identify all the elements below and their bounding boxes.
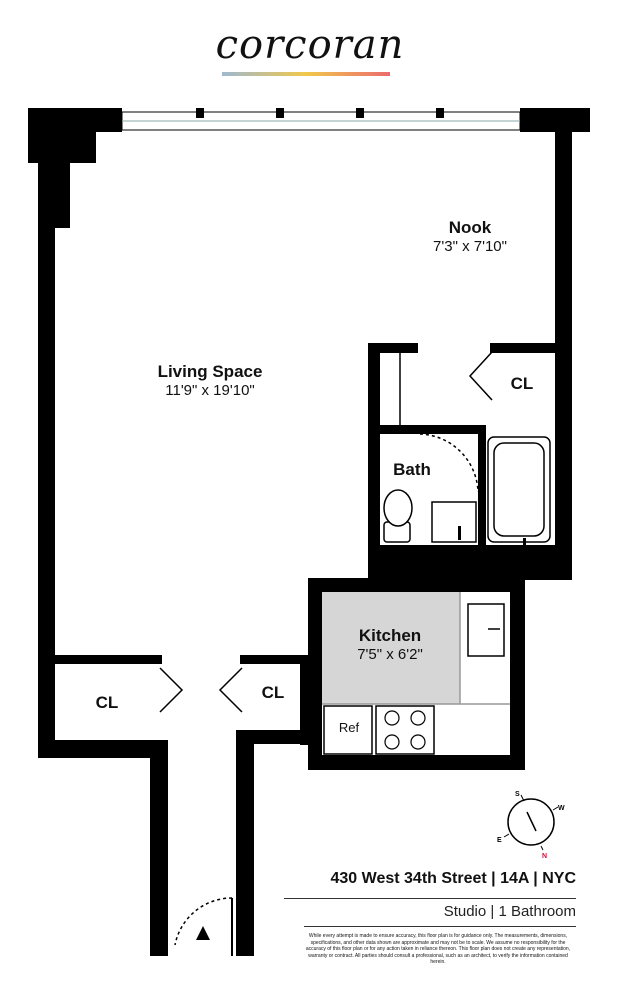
room-dims: 7'5" x 6'2": [357, 646, 423, 663]
logo-gradient-bar: [222, 72, 390, 76]
disclaimer: While every attempt is made to ensure ac…: [305, 933, 571, 965]
compass-e: E: [497, 837, 502, 844]
room-name: Nook: [448, 218, 492, 237]
room-closet-nook: CL: [510, 374, 534, 393]
corcoran-logo: corcoran: [215, 22, 405, 68]
room-kitchen: Kitchen 7'5" x 6'2": [330, 626, 450, 663]
compass-icon: S W E N: [497, 791, 565, 860]
room-dims: 7'3" x 7'10": [433, 238, 507, 255]
compass-w: W: [558, 805, 565, 812]
tub-faucet: [523, 538, 526, 552]
room-name: Kitchen: [358, 626, 422, 645]
bath-fixtures: [383, 436, 551, 543]
doors: [159, 351, 493, 956]
divider: [284, 898, 576, 899]
room-closet-right: CL: [261, 683, 285, 702]
listing-summary: Studio | 1 Bathroom: [443, 903, 576, 920]
room-closet-left: CL: [95, 693, 119, 712]
sink-faucet: [458, 526, 461, 540]
room-dims: 11'9" x 19'10": [165, 382, 255, 399]
room-nook: Nook 7'3" x 7'10": [400, 218, 540, 255]
walls: [28, 108, 590, 956]
divider: [304, 926, 576, 927]
kitchen-fixtures: [322, 592, 510, 755]
room-bath: Bath: [393, 460, 431, 479]
compass-s: S: [515, 791, 520, 798]
listing-address: 430 West 34th Street | 14A | NYC: [330, 870, 577, 887]
room-name: Living Space: [157, 362, 263, 381]
refrigerator-label: Ref: [338, 720, 360, 735]
compass-n: N: [542, 853, 547, 860]
room-living-space: Living Space 11'9" x 19'10": [130, 362, 290, 399]
kitchen-floor: [322, 592, 460, 704]
window: [121, 108, 521, 131]
entry-arrow-icon: [196, 926, 210, 940]
